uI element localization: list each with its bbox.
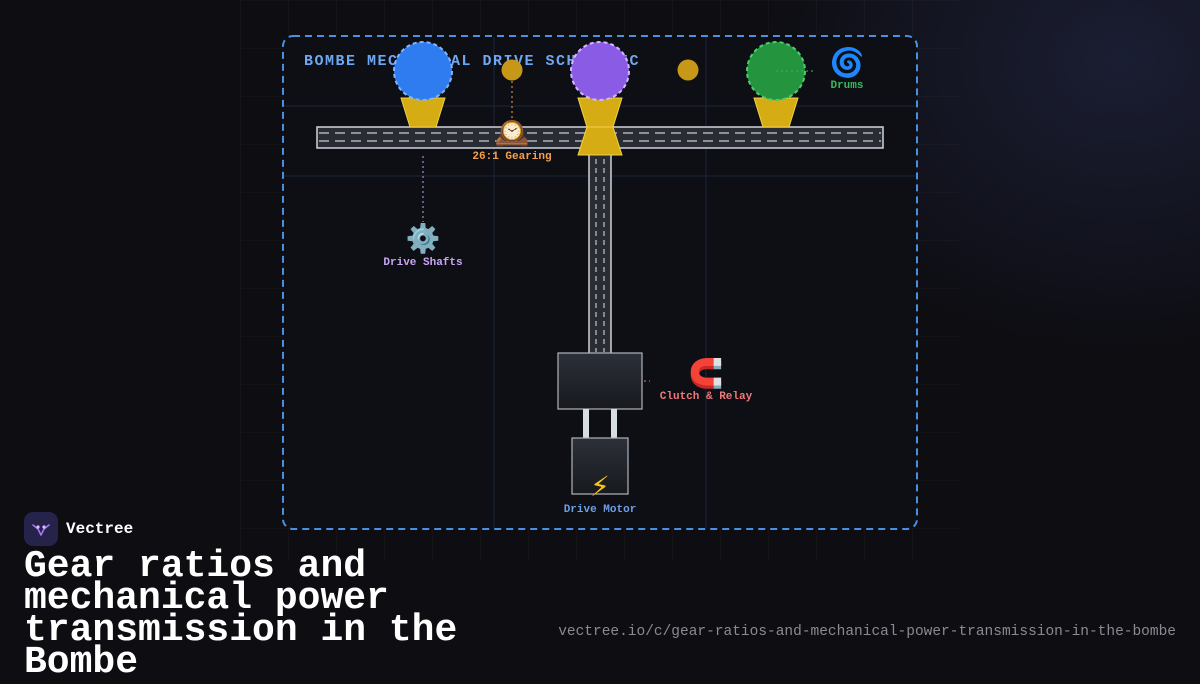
motor-connector-left <box>583 409 589 439</box>
drive-motor-box <box>571 437 629 495</box>
motor-connector-right <box>611 409 617 439</box>
article-url[interactable]: vectree.io/c/gear-ratios-and-mechanical-… <box>558 624 1176 640</box>
lightning-icon: ⚡ <box>590 470 610 503</box>
mantelpiece-clock-icon: 🕰️ <box>495 116 530 149</box>
drive-schematic-diagram: BOMBE MECHANICAL DRIVE SCHEMATIC 🕰️ ⚙️ 🌀… <box>282 35 918 530</box>
drive-shafts-label: Drive Shafts <box>383 257 462 269</box>
gearing-label: 26:1 Gearing <box>472 151 551 163</box>
drums-label: Drums <box>830 80 863 92</box>
small-gear-left <box>501 59 523 81</box>
gear-icon: ⚙️ <box>406 222 441 255</box>
small-gear-right <box>677 59 699 81</box>
brand: Vectree <box>24 512 133 546</box>
vectree-logo-icon <box>24 512 58 546</box>
bevel-gear-coupling <box>577 126 623 156</box>
drive-motor-label: Drive Motor <box>564 504 637 516</box>
page-title: Gear ratios and mechanical power transmi… <box>24 545 458 684</box>
vertical-drive-shaft <box>588 147 612 355</box>
magnet-icon: 🧲 <box>689 357 724 390</box>
clutch-relay-box <box>557 352 643 410</box>
clutch-relay-label: Clutch & Relay <box>660 391 753 403</box>
diagram-title: BOMBE MECHANICAL DRIVE SCHEMATIC <box>304 53 640 70</box>
drum-purple <box>570 41 630 101</box>
drum-blue <box>393 41 453 101</box>
brand-name: Vectree <box>66 520 134 538</box>
cyclone-icon: 🌀 <box>830 45 865 79</box>
